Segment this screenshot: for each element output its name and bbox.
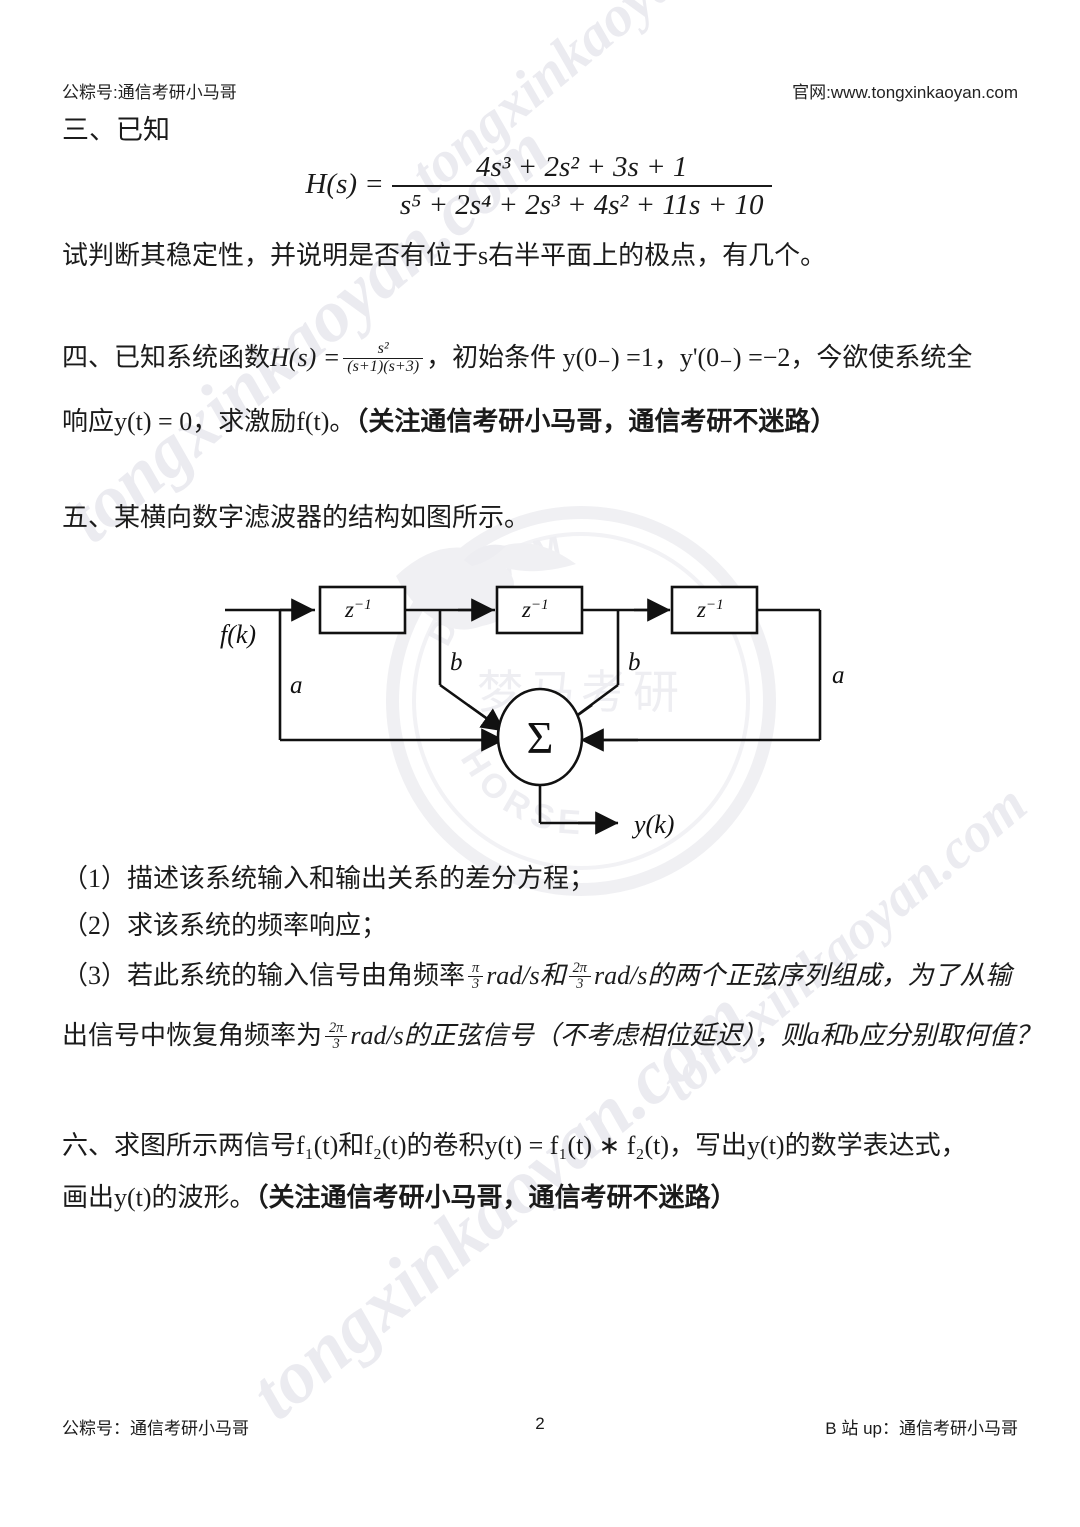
section-four-tail: ，初始条件 y(0₋) =1，y'(0₋) =−2，今欲使系统全 [426, 343, 973, 372]
delay-block-3 [670, 585, 759, 635]
section-six-line2-text: 画出y(t)的波形。 [62, 1183, 256, 1212]
section-four-line2-text: 响应y(t) = 0，求激励f(t)。 [62, 407, 356, 436]
section-five-heading: 五、某横向数字滤波器的结构如图所示。 [62, 503, 531, 532]
section-four-line1: 四、已知系统函数H(s) =s²(s+1)(s+3)，初始条件 y(0₋) =1… [62, 340, 972, 375]
fraction-denominator: 3 [325, 1036, 348, 1052]
gain-a-right-label: a [832, 662, 845, 689]
item3-mid: rad/s和 [486, 961, 566, 990]
page-footer: 公粽号：通信考研小马哥 2 B 站 up：通信考研小马哥 [0, 1414, 1080, 1440]
section-four-line2: 响应y(t) = 0，求激励f(t)。（关注通信考研小马哥，通信考研不迷路） [62, 404, 836, 439]
section-four-lead: 四、已知系统函数 [62, 343, 271, 372]
section-five-item-2: （2）求该系统的频率响应； [62, 911, 388, 940]
section-three-prompt: 试判断其稳定性，并说明是否有位于s右半平面上的极点，有几个。 [62, 241, 827, 270]
input-label: f(k) [220, 620, 256, 649]
section-six-line1: 六、求图所示两信号f₁(t)和f₂(t)的卷积y(t) = f₁(t) ∗ f₂… [62, 1131, 967, 1160]
fraction-numerator: s² [377, 339, 389, 357]
section-six-line2: 画出y(t)的波形。（关注通信考研小马哥，通信考研不迷路） [62, 1180, 737, 1215]
fraction-numerator: 2π [329, 1020, 344, 1037]
page-header: 公粽号:通信考研小马哥 官网:www.tongxinkaoyan.com [0, 78, 1080, 104]
gain-a-left-label: a [290, 672, 303, 699]
item3-lead: （3）若此系统的输入信号由角频率 [62, 961, 466, 990]
equation-denominator: s⁵ + 2s⁴ + 2s³ + 4s² + 11s + 10 [391, 185, 772, 221]
fraction-numerator: 2π [572, 960, 587, 977]
output-label: y(k) [631, 810, 674, 839]
filter-block-diagram: z−1 z−1 z−1 f(k) y(k) Σ a b b a [200, 565, 900, 865]
section-six-promo: （关注通信考研小马哥，通信考研不迷路） [255, 1183, 737, 1212]
item3-line2-tail: rad/s的正弦信号（不考虑相位延迟），则a和b应分别取何值？ [350, 1021, 1041, 1050]
fraction-denominator: 3 [468, 976, 484, 992]
fraction-denominator: 3 [568, 976, 591, 992]
header-account-label: 公粽号:通信考研小马哥 [62, 83, 237, 102]
fraction-numerator: π [472, 960, 480, 977]
summing-node-label: Σ [527, 712, 554, 763]
footer-page-number: 2 [535, 1414, 545, 1433]
section-four-fraction: s²(s+1)(s+3) [343, 339, 424, 376]
gain-b1-arrow [467, 703, 506, 732]
section-four-promo: （关注通信考研小马哥，通信考研不迷路） [355, 407, 837, 436]
section-three-heading: 三、已知 [62, 115, 170, 145]
fraction-denominator: (s+1)(s+3) [343, 357, 424, 376]
gain-b2-label: b [628, 649, 641, 676]
header-website-label: 官网:www.tongxinkaoyan.com [792, 83, 1018, 102]
item3-line2-lead: 出信号中恢复角频率为 [62, 1021, 323, 1050]
diagram-svg: z−1 z−1 z−1 f(k) y(k) Σ a b b a [220, 585, 845, 839]
section-four-hs: H(s) = [270, 343, 341, 372]
footer-bilibili-label: B 站 up：通信考研小马哥 [825, 1419, 1018, 1438]
item3-tail: rad/s的两个正弦序列组成，为了从输 [593, 961, 1012, 990]
equation-numerator: 4s³ + 2s² + 3s + 1 [475, 151, 688, 183]
footer-account-label: 公粽号：通信考研小马哥 [62, 1419, 249, 1438]
equation-lhs: H(s) = [305, 168, 384, 201]
gain-b1-label: b [450, 649, 463, 676]
section-five-item-1: （1）描述该系统输入和输出关系的差分方程； [62, 864, 596, 893]
